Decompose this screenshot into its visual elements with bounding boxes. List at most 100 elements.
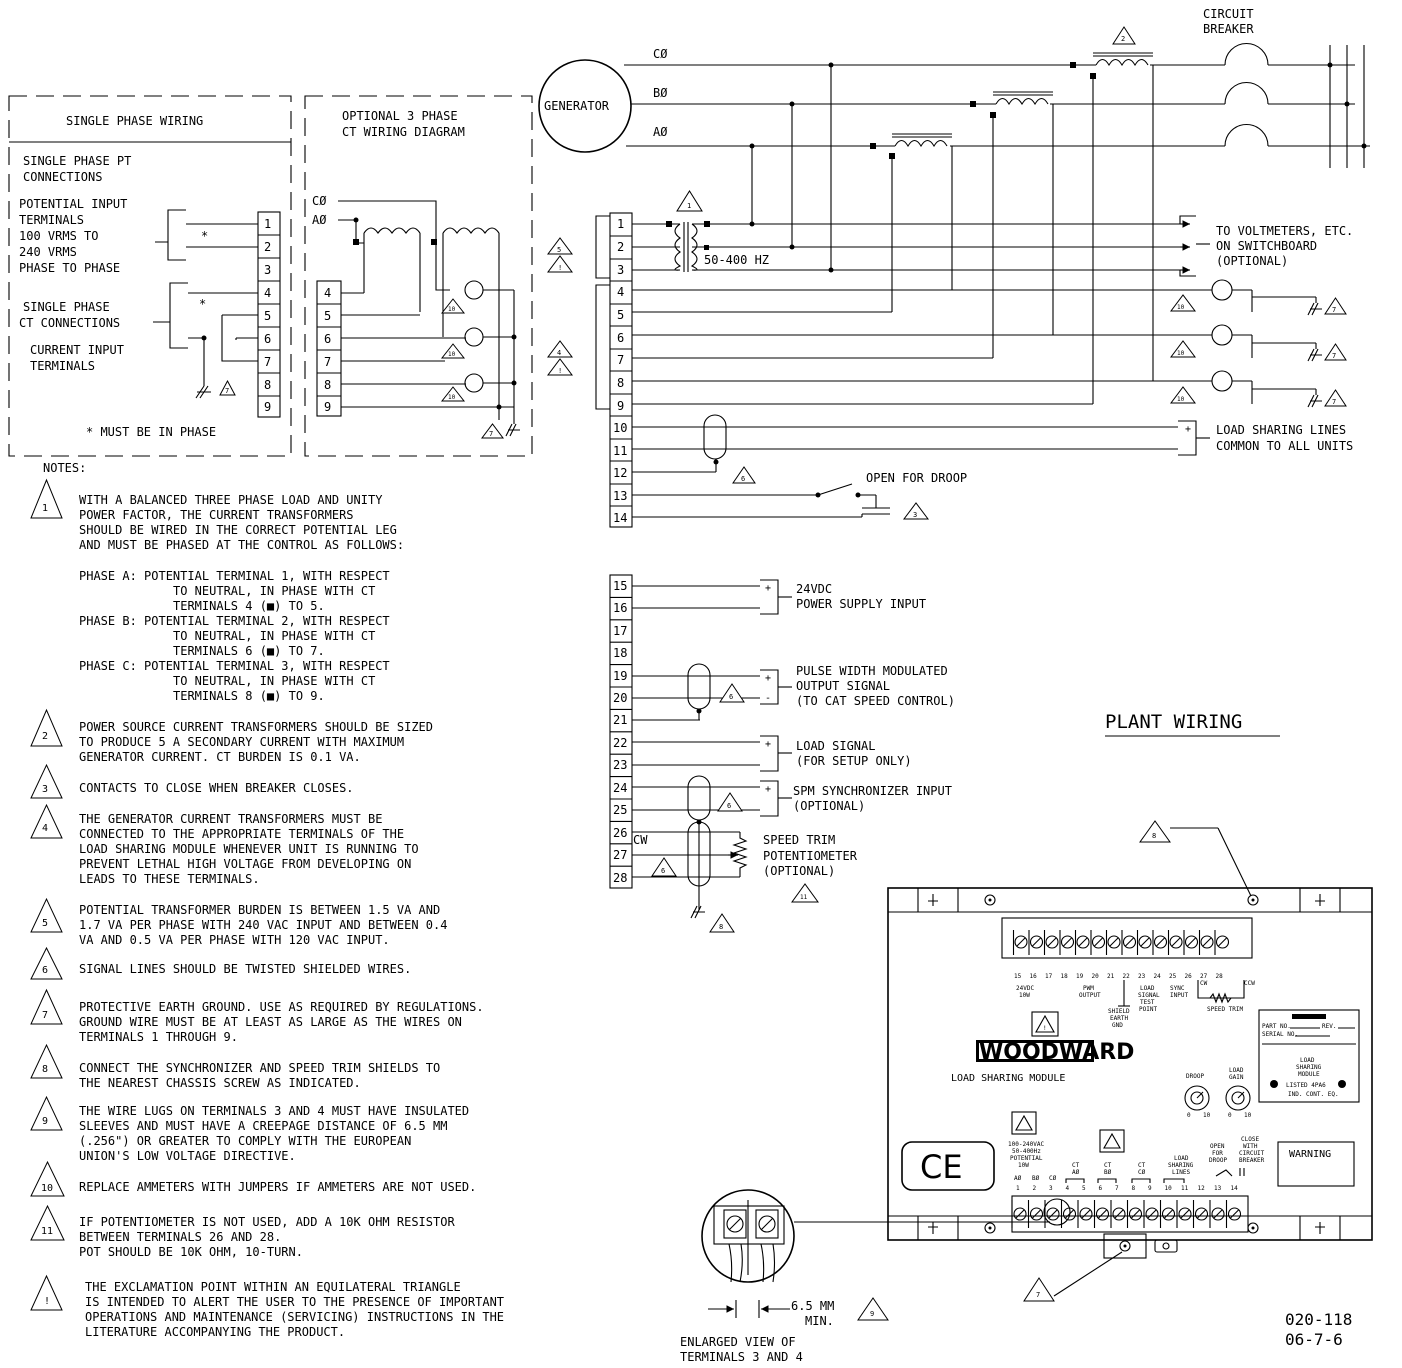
woodward-logo: WOODWARD — [976, 1040, 1134, 1065]
main-term-6: 6 — [617, 331, 624, 345]
cw-label: CW — [633, 833, 648, 847]
top-terminal-number: 23 — [1138, 973, 1146, 980]
opt-term-9: 9 — [324, 400, 331, 414]
load-gain-1: LOAD — [1229, 1067, 1244, 1074]
gain-tick-10: 10 — [1244, 1112, 1252, 1119]
svg-text:8: 8 — [719, 923, 723, 931]
svg-text:7: 7 — [489, 430, 493, 438]
brk-2: WITH — [1243, 1143, 1258, 1150]
bottom-terminal-number: 14 — [1231, 1185, 1239, 1192]
note2-l3: GENERATOR CURRENT. CT BURDEN IS 0.1 VA. — [79, 750, 361, 764]
ct-connections-line2: CT CONNECTIONS — [19, 316, 120, 330]
gen-phase-c: CØ — [653, 47, 668, 61]
top-terminal-number: 28 — [1216, 973, 1224, 980]
svg-text:2: 2 — [42, 731, 48, 742]
main-term-4: 4 — [617, 285, 624, 299]
potential-transformer: 50-400 HZ 1 TO VOLTMETERS, ETC. ON SWITC… — [632, 190, 1353, 277]
low-term-19: 19 — [613, 669, 627, 683]
warning-box: WARNING — [1277, 1141, 1355, 1187]
svg-text:*: * — [201, 229, 208, 243]
note3-l1: CONTACTS TO CLOSE WHEN BREAKER CLOSES. — [79, 781, 354, 795]
sp-term-1: 1 — [264, 217, 271, 231]
bottom-terminal-number: 11 — [1181, 1185, 1189, 1192]
note-mark-7-single: 7 — [219, 379, 236, 396]
svg-text:7: 7 — [1332, 352, 1336, 360]
notes-heading: NOTES: — [43, 461, 86, 475]
pot-l4: 10W — [1018, 1162, 1029, 1169]
svg-text:+: + — [765, 784, 771, 795]
svg-text:9: 9 — [870, 1310, 874, 1318]
freq-label: 50-400 HZ — [704, 253, 769, 267]
droop-b-1: OPEN — [1210, 1143, 1225, 1150]
svg-text:10: 10 — [1177, 350, 1185, 357]
svg-text:8: 8 — [42, 1064, 48, 1075]
lsl-1: LOAD — [1174, 1155, 1189, 1162]
svg-text:10: 10 — [41, 1183, 53, 1194]
load-gain-dial[interactable] — [1225, 1085, 1251, 1111]
note-excl-l2: IS INTENDED TO ALERT THE USER TO THE PRE… — [85, 1295, 504, 1309]
note5-l3: VA AND 0.5 VA PER PHASE WITH 120 VAC INP… — [79, 933, 390, 947]
np-title-2: SHARING — [1296, 1064, 1322, 1071]
potential-input-line5: PHASE TO PHASE — [19, 261, 120, 275]
np-listed-1: LISTED 4PA6 — [1286, 1082, 1326, 1089]
voltmeters-line2: ON SWITCHBOARD — [1216, 239, 1317, 253]
note2-l1: POWER SOURCE CURRENT TRANSFORMERS SHOULD… — [79, 720, 433, 734]
opt-term-7: 7 — [324, 355, 331, 369]
note4-l1: THE GENERATOR CURRENT TRANSFORMERS MUST … — [79, 812, 382, 826]
current-input-line2: TERMINALS — [30, 359, 95, 373]
brand-name: WOODWARD — [979, 1040, 1134, 1065]
ct-a-2: AØ — [1072, 1169, 1080, 1176]
low-term-21: 21 — [613, 713, 627, 727]
low-term-20: 20 — [613, 691, 627, 705]
top-terminal-number: 18 — [1061, 973, 1069, 980]
note2-l2: TO PRODUCE 5 A SECONDARY CURRENT WITH MA… — [79, 735, 404, 749]
load-sharing-wiring: 6 + LOAD SHARING LINES COMMON TO ALL UNI… — [632, 414, 1353, 484]
note-mark-2-top: 2 — [1112, 26, 1136, 45]
svg-text:+: + — [765, 583, 771, 594]
svg-text:*: * — [199, 297, 206, 311]
main-term-12: 12 — [613, 466, 627, 480]
top-terminal-number: 15 — [1014, 973, 1022, 980]
load-lines-1: LOAD SHARING LINES — [1216, 423, 1346, 437]
optional-title-line1: OPTIONAL 3 PHASE — [342, 109, 458, 123]
low-term-28: 28 — [613, 871, 627, 885]
opt-term-4: 4 — [324, 286, 331, 300]
svg-text:11: 11 — [800, 894, 808, 901]
svg-text:11: 11 — [41, 1226, 53, 1237]
mod-input: INPUT — [1170, 992, 1188, 999]
svg-text:6: 6 — [727, 802, 731, 810]
enlarged-view: 6.5 MM MIN. ENLARGED VIEW OF TERMINALS 3… — [680, 1189, 1050, 1364]
note6-l1: SIGNAL LINES SHOULD BE TWISTED SHIELDED … — [79, 962, 411, 976]
potential-input-line1: POTENTIAL INPUT — [19, 197, 127, 211]
np-serial: SERIAL NO. — [1262, 1031, 1298, 1038]
pot-l1: 100-240VAC — [1008, 1141, 1045, 1148]
pwm-line2: OUTPUT SIGNAL — [796, 679, 890, 693]
bottom-terminal-number: 10 — [1165, 1185, 1173, 1192]
svg-text:1: 1 — [42, 503, 48, 514]
pot-l2: 50-400Hz — [1012, 1148, 1041, 1155]
mod-point: POINT — [1139, 1006, 1157, 1013]
mod-sync: SYNC — [1170, 985, 1185, 992]
droop-dial[interactable] — [1184, 1085, 1210, 1111]
main-term-14: 14 — [613, 511, 627, 525]
ct-b-2: BØ — [1104, 1169, 1112, 1176]
enlarged-caption-1: ENLARGED VIEW OF — [680, 1335, 796, 1349]
droop-b-2: FOR — [1212, 1150, 1223, 1157]
main-term-3: 3 — [617, 263, 624, 277]
bottom-terminal-number: 12 — [1198, 1185, 1206, 1192]
ct-connections-line1: SINGLE PHASE — [23, 300, 110, 314]
warning-triangle-mid1 — [1011, 1111, 1037, 1135]
svg-text:6: 6 — [741, 475, 745, 483]
note8-l1: CONNECT THE SYNCHRONIZER AND SPEED TRIM … — [79, 1061, 440, 1075]
gen-phase-a: AØ — [653, 125, 668, 139]
phase-b-l2: TO NEUTRAL, IN PHASE WITH CT — [173, 629, 375, 643]
droop-tick-0: 0 — [1187, 1112, 1191, 1119]
ct-a-1: CT — [1072, 1162, 1080, 1169]
note11-l2: BETWEEN TERMINALS 26 AND 28. — [79, 1230, 281, 1244]
note4-l2: CONNECTED TO THE APPROPRIATE TERMINALS O… — [79, 827, 404, 841]
mod-test: TEST — [1140, 999, 1155, 1006]
note-excl-l3: OPERATIONS AND MAINTENANCE (SERVICING) I… — [85, 1310, 504, 1324]
lower-terminal-block: 15 16 17 18 19 20 21 22 23 24 25 26 27 2… — [609, 574, 633, 889]
main-term-5: 5 — [617, 308, 624, 322]
spm-line2: (OPTIONAL) — [793, 799, 865, 813]
